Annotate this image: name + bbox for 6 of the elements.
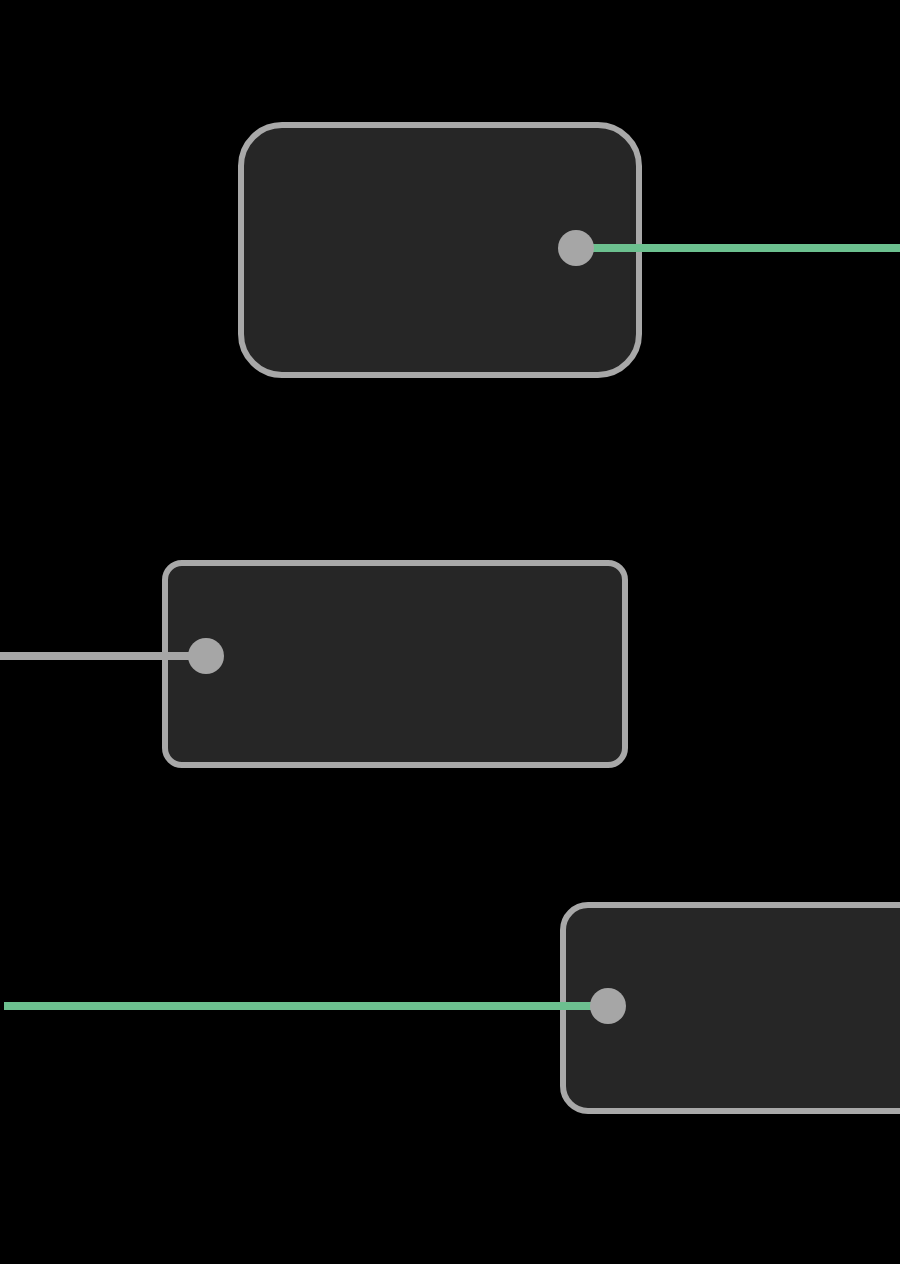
connector-line [558, 230, 900, 266]
connector-line [4, 988, 626, 1024]
rounded-box [238, 122, 642, 378]
rounded-box [560, 902, 900, 1114]
rounded-box [162, 560, 628, 768]
connector-line [0, 638, 224, 674]
